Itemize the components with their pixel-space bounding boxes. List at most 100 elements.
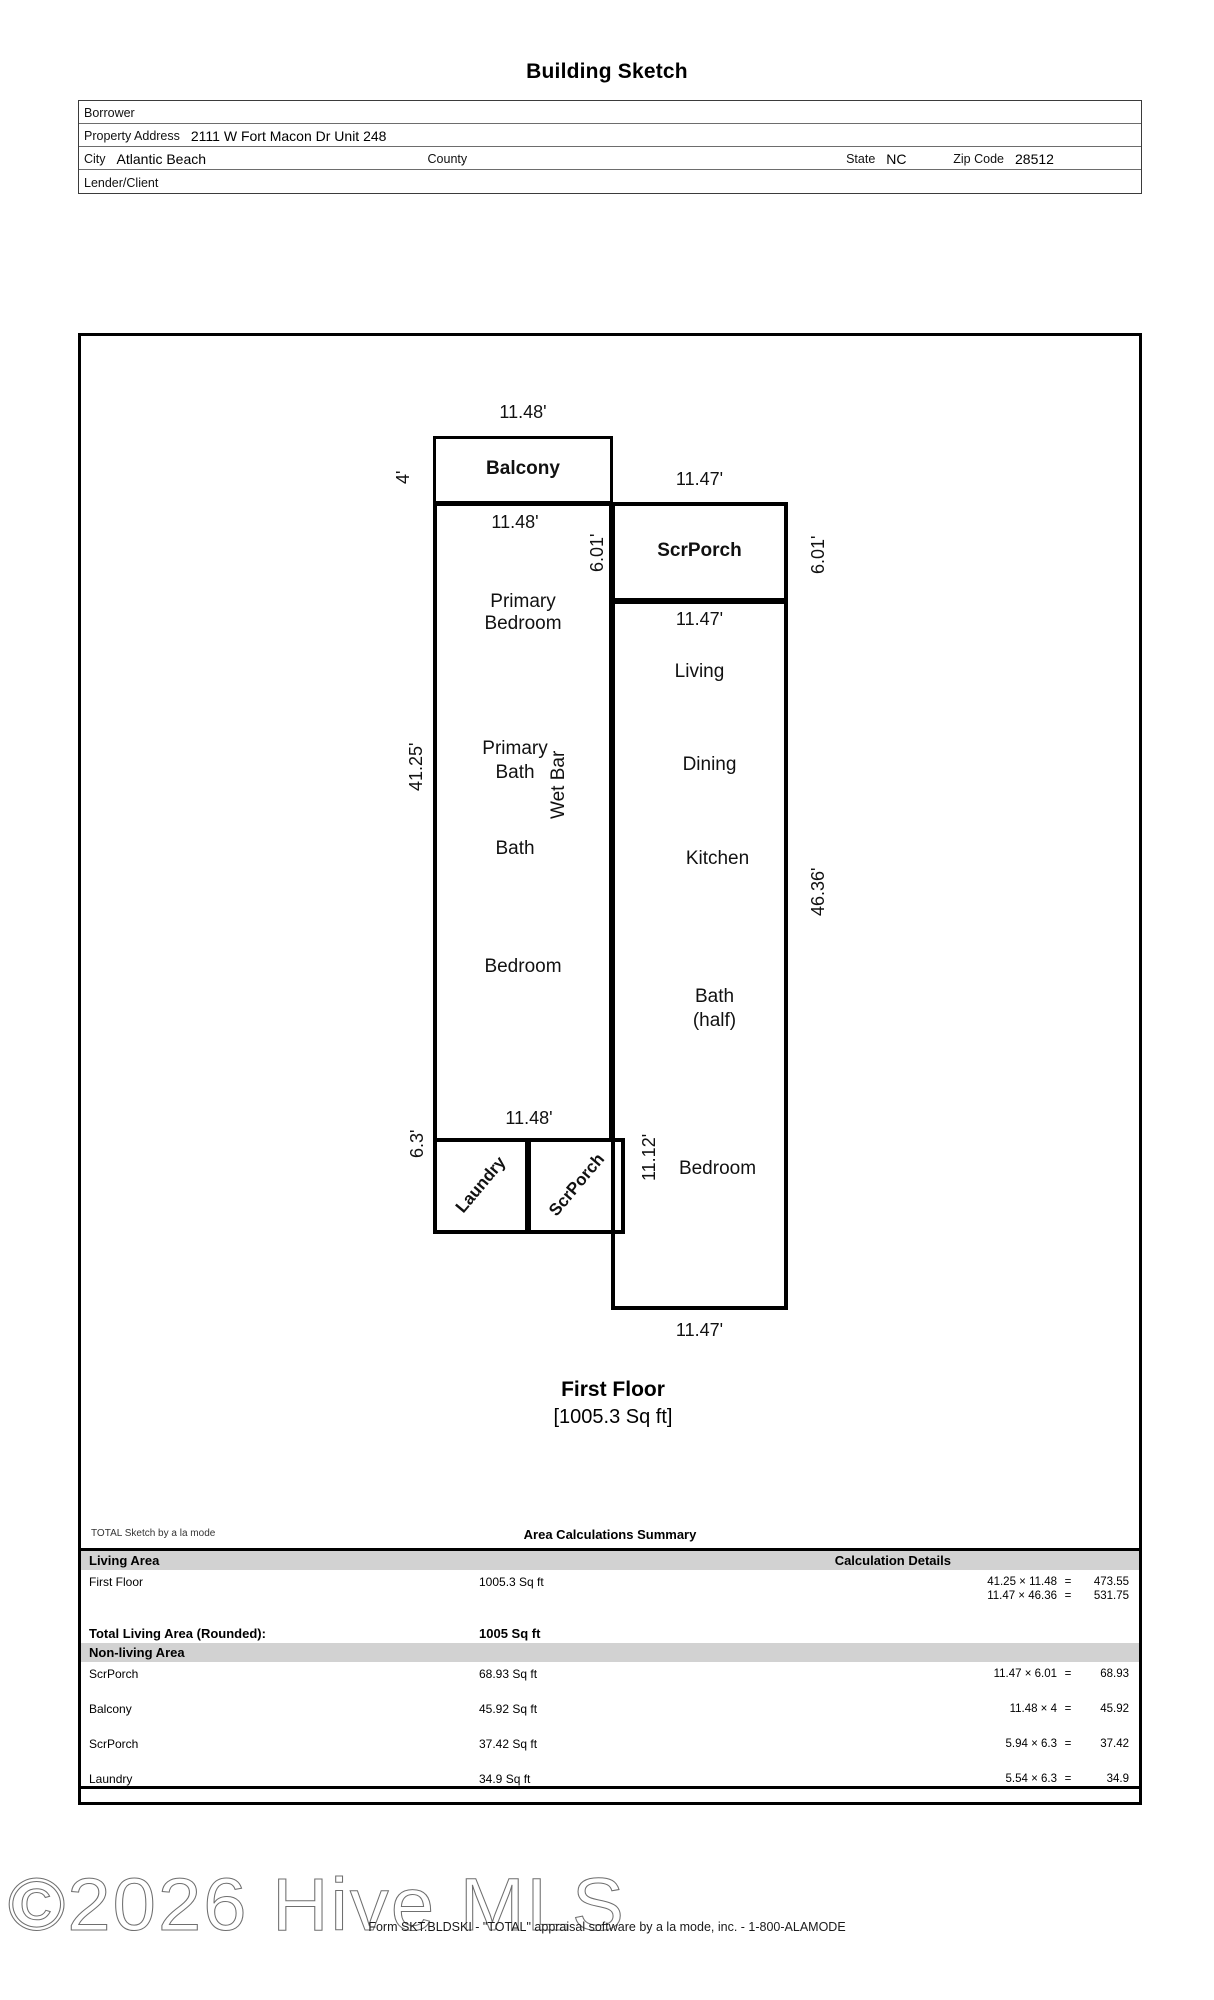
- dim-balcony-left: 4': [393, 470, 413, 484]
- detail-equals: =: [1064, 1668, 1072, 1680]
- city-value: Atlantic Beach: [116, 151, 207, 167]
- room-label-bath-half-line2: (half): [692, 1010, 737, 1031]
- nonliving-row-area: 34.9 Sq ft: [479, 1772, 531, 1786]
- detail-result: 34.9: [1106, 1773, 1129, 1785]
- room-outline-scrporch-bottom: [527, 1138, 625, 1234]
- page-title: Building Sketch: [526, 60, 688, 83]
- detail-expression: 41.25 × 11.48: [987, 1576, 1057, 1588]
- detail-equals: =: [1064, 1590, 1072, 1602]
- table-row: Laundry 34.9 Sq ft 5.54 × 6.3 = 34.9: [81, 1767, 1139, 1802]
- room-label-bath-half-line1: Bath: [694, 986, 735, 1007]
- calc-header-bar: TOTAL Sketch by a la mode Area Calculati…: [81, 1520, 1139, 1551]
- room-label-living: Living: [674, 661, 725, 682]
- dim-balcony-top: 11.48': [499, 402, 547, 422]
- lender-client-row: Lender/Client: [79, 170, 1141, 193]
- non-living-area-label: Non-living Area: [89, 1645, 185, 1660]
- detail-expression: 11.48 × 4: [1009, 1703, 1057, 1715]
- borrower-label: Borrower: [84, 106, 135, 120]
- sketch-credit: TOTAL Sketch by a la mode: [91, 1528, 216, 1539]
- room-label-dining: Dining: [682, 754, 737, 775]
- nonliving-row-details: 5.54 × 6.3 = 34.9: [942, 1772, 1129, 1786]
- room-outline-right-column: [611, 600, 788, 1310]
- dim-left-wall: 41.25': [406, 742, 426, 791]
- nonliving-row-name: ScrPorch: [89, 1667, 139, 1681]
- property-info-table: Borrower Property Address 2111 W Fort Ma…: [78, 100, 1142, 194]
- lender-client-value: [163, 191, 175, 193]
- table-row: First Floor 1005.3 Sq ft 41.25 × 11.48 =…: [81, 1570, 1139, 1623]
- room-label-primary-bedroom-line2: Bedroom: [484, 613, 562, 634]
- nonliving-row-name: Balcony: [89, 1702, 132, 1716]
- living-row-area: 1005.3 Sq ft: [479, 1575, 544, 1589]
- detail-expression: 5.54 × 6.3: [1005, 1773, 1057, 1785]
- building-sketch-frame: Balcony ScrPorch Primary Bedroom Living …: [78, 333, 1142, 1789]
- dim-primary-top: 11.48': [491, 512, 539, 532]
- borrower-value: [140, 121, 152, 123]
- room-label-primary-bath-line2: Bath: [495, 762, 535, 783]
- nonliving-row-details: 5.94 × 6.3 = 37.42: [942, 1737, 1129, 1751]
- table-row: Balcony 45.92 Sq ft 11.48 × 4 = 45.92: [81, 1697, 1139, 1732]
- room-label-wet-bar: Wet Bar: [548, 750, 569, 819]
- room-label-primary-bedroom-line1: Primary: [490, 591, 556, 612]
- city-label: City: [84, 152, 106, 166]
- form-footer-text: Form SKT.BLDSKI - "TOTAL" appraisal soft…: [368, 1920, 846, 1934]
- calculation-details-label: Calculation Details: [834, 1553, 951, 1568]
- floor-title: First Floor: [561, 1378, 665, 1401]
- detail-line: 41.25 × 11.48 = 473.55: [942, 1575, 1129, 1589]
- table-row: ScrPorch 37.42 Sq ft 5.94 × 6.3 = 37.42: [81, 1732, 1139, 1767]
- room-label-primary-bath-line1: Primary: [482, 738, 548, 759]
- nonliving-row-details: 11.48 × 4 = 45.92: [942, 1702, 1129, 1716]
- lender-client-label: Lender/Client: [84, 176, 159, 190]
- room-label-kitchen: Kitchen: [685, 848, 750, 869]
- detail-result: 37.42: [1100, 1738, 1129, 1750]
- dim-laundry-left: 6.3': [407, 1129, 427, 1158]
- floor-plan: Balcony ScrPorch Primary Bedroom Living …: [81, 336, 1145, 1792]
- dim-scrporch-bottom: 11.47': [675, 609, 724, 629]
- dim-scrporch-bottom-right: 11.12': [639, 1133, 659, 1181]
- county-label: County: [427, 152, 468, 166]
- room-label-balcony: Balcony: [486, 458, 560, 479]
- living-area-label: Living Area: [89, 1553, 160, 1568]
- total-living-area-label: Total Living Area (Rounded):: [89, 1625, 266, 1641]
- nonliving-row-area: 37.42 Sq ft: [479, 1737, 538, 1751]
- nonliving-row-area: 68.93 Sq ft: [479, 1667, 538, 1681]
- property-address-row: Property Address 2111 W Fort Macon Dr Un…: [79, 124, 1141, 147]
- detail-result: 473.55: [1093, 1576, 1129, 1588]
- detail-equals: =: [1064, 1738, 1072, 1750]
- living-row-details: 41.25 × 11.48 = 473.55 11.47 × 46.36 = 5…: [942, 1575, 1129, 1603]
- detail-expression: 11.47 × 6.01: [993, 1668, 1057, 1680]
- state-label: State: [846, 152, 876, 166]
- detail-expression: 5.94 × 6.3: [1005, 1738, 1057, 1750]
- nonliving-row-details: 11.47 × 6.01 = 68.93: [942, 1667, 1129, 1681]
- dim-scrporch-right: 6.01': [808, 535, 828, 574]
- dim-scrporch-top: 11.47': [675, 469, 724, 489]
- dim-divider-6-01: 6.01': [587, 533, 607, 572]
- room-label-bedroom-mid: Bedroom: [484, 956, 562, 977]
- county-value: [472, 167, 684, 169]
- dim-bottom-wall: 11.47': [675, 1320, 724, 1340]
- calc-bottom-border: [81, 1802, 1139, 1805]
- room-label-bedroom-low: Bedroom: [678, 1158, 757, 1179]
- zip-label: Zip Code: [953, 152, 1004, 166]
- detail-equals: =: [1064, 1773, 1072, 1785]
- city-state-zip-row: City Atlantic Beach County State NC Zip …: [79, 147, 1141, 170]
- detail-line: 5.94 × 6.3 = 37.42: [942, 1737, 1129, 1751]
- nonliving-row-name: ScrPorch: [89, 1737, 139, 1751]
- detail-line: 11.48 × 4 = 45.92: [942, 1702, 1129, 1716]
- zip-value: 28512: [1015, 151, 1054, 167]
- detail-expression: 11.47 × 46.36: [987, 1590, 1057, 1602]
- borrower-row: Borrower: [79, 101, 1141, 124]
- nonliving-row-name: Laundry: [89, 1772, 133, 1786]
- dim-laundry-top: 11.48': [505, 1108, 553, 1128]
- room-label-scrporch-top: ScrPorch: [657, 540, 742, 561]
- property-address-label: Property Address: [84, 129, 180, 143]
- nonliving-row-area: 45.92 Sq ft: [479, 1702, 538, 1716]
- non-living-area-band: Non-living Area: [81, 1643, 1139, 1662]
- detail-line: 5.54 × 6.3 = 34.9: [942, 1772, 1129, 1786]
- total-living-area-value: 1005 Sq ft: [479, 1625, 541, 1641]
- room-label-bath: Bath: [495, 838, 535, 859]
- area-calculations-summary: TOTAL Sketch by a la mode Area Calculati…: [78, 1520, 1142, 1805]
- detail-result: 45.92: [1100, 1703, 1129, 1715]
- table-row: ScrPorch 68.93 Sq ft 11.47 × 6.01 = 68.9…: [81, 1662, 1139, 1697]
- total-living-area-row: Total Living Area (Rounded): 1005 Sq ft: [81, 1623, 1139, 1643]
- living-area-band: Living Area Calculation Details: [81, 1551, 1139, 1570]
